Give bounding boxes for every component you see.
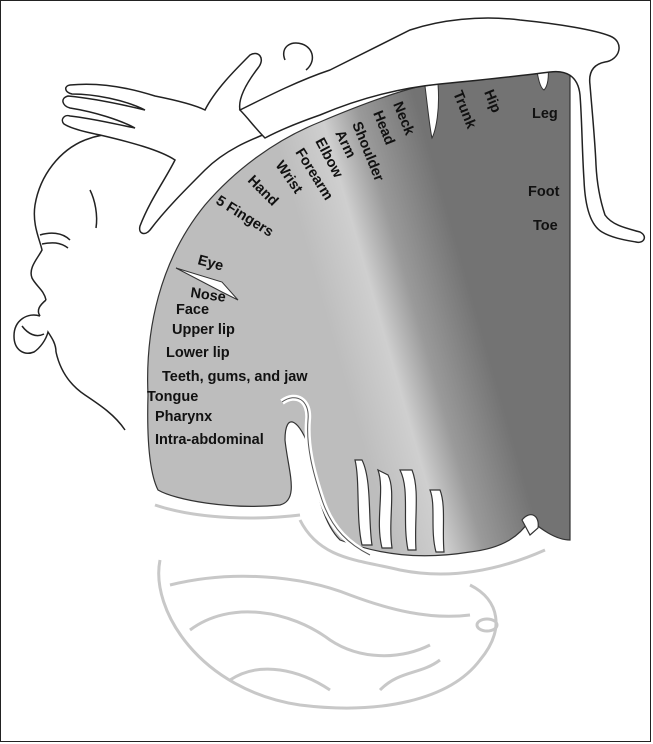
label-face: Face [176, 302, 209, 318]
label-toe: Toe [533, 218, 558, 234]
label-leg: Leg [532, 106, 558, 122]
label-tongue: Tongue [147, 389, 198, 405]
label-lower-lip: Lower lip [166, 345, 230, 361]
label-foot: Foot [528, 184, 560, 200]
face-illustration [14, 134, 155, 430]
label-pharynx: Pharynx [155, 409, 212, 425]
label-teeth: Teeth, gums, and jaw [162, 369, 308, 385]
label-intra-abdominal: Intra-abdominal [155, 432, 264, 448]
label-upper-lip: Upper lip [172, 322, 235, 338]
